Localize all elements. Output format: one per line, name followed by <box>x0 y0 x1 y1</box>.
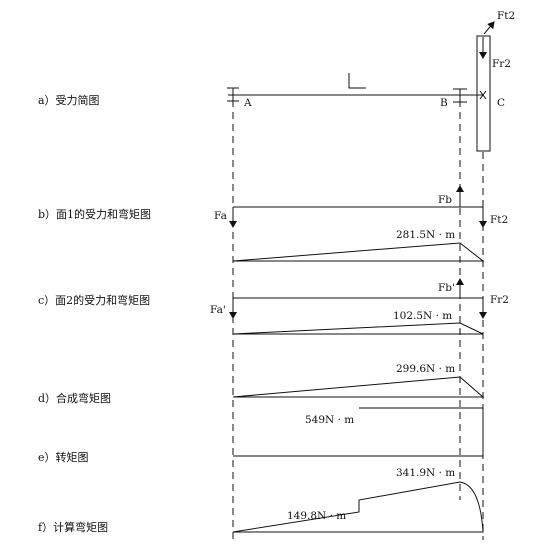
fa-prime-label: Fa' <box>210 304 226 316</box>
torque-diagram: 549N · m <box>233 407 484 457</box>
gear-c <box>476 35 491 152</box>
plane1-moment-shape <box>232 242 485 262</box>
row-label-c: c）面2的受力和弯矩图 <box>38 293 150 307</box>
fr2-c-label: Fr2 <box>490 294 509 306</box>
row-label-a: a）受力简图 <box>38 93 100 107</box>
fa-label: Fa <box>214 210 227 222</box>
point-c-label: C <box>497 97 505 109</box>
combined-moment-diagram: 299.6N · m <box>232 363 485 398</box>
moment-d-label: 299.6N · m <box>396 363 455 375</box>
ft2-top-arrow <box>483 21 495 35</box>
moment-f-peak-label: 341.9N · m <box>396 467 455 479</box>
ft2-b-label: Ft2 <box>490 214 508 226</box>
point-a-label: A <box>243 97 252 109</box>
row-label-e: e）转矩图 <box>38 450 89 464</box>
force-sketch: Ft2 Fr2 A B C <box>227 10 515 152</box>
ft2-top-label: Ft2 <box>497 10 515 22</box>
plane2-diagram: Fa' Fb' Fr2 102.5N · m <box>210 278 509 335</box>
moment-f-step-label: 149.8N · m <box>287 510 346 522</box>
row-label-b: b）面1的受力和弯矩图 <box>38 207 151 221</box>
fb-prime-label: Fb' <box>438 282 455 294</box>
torque-label: 549N · m <box>305 414 354 426</box>
l-bracket-symbol <box>348 73 366 89</box>
plane2-moment-shape <box>232 322 484 335</box>
fr2-side-label: Fr2 <box>492 58 511 70</box>
point-b-label: B <box>440 97 448 109</box>
moment-b-label: 281.5N · m <box>396 229 455 241</box>
calculated-moment-shape <box>232 481 484 533</box>
plane1-diagram: Fa Fb Ft2 281.5N · m <box>214 185 508 262</box>
row-label-d: d）合成弯矩图 <box>38 391 111 405</box>
calculated-moment-diagram: 341.9N · m 149.8N · m <box>232 467 484 533</box>
row-label-f: f）计算弯矩图 <box>38 520 108 534</box>
fb-label: Fb <box>438 194 452 206</box>
combined-moment-shape <box>232 376 485 398</box>
moment-c-label: 102.5N · m <box>393 310 452 322</box>
